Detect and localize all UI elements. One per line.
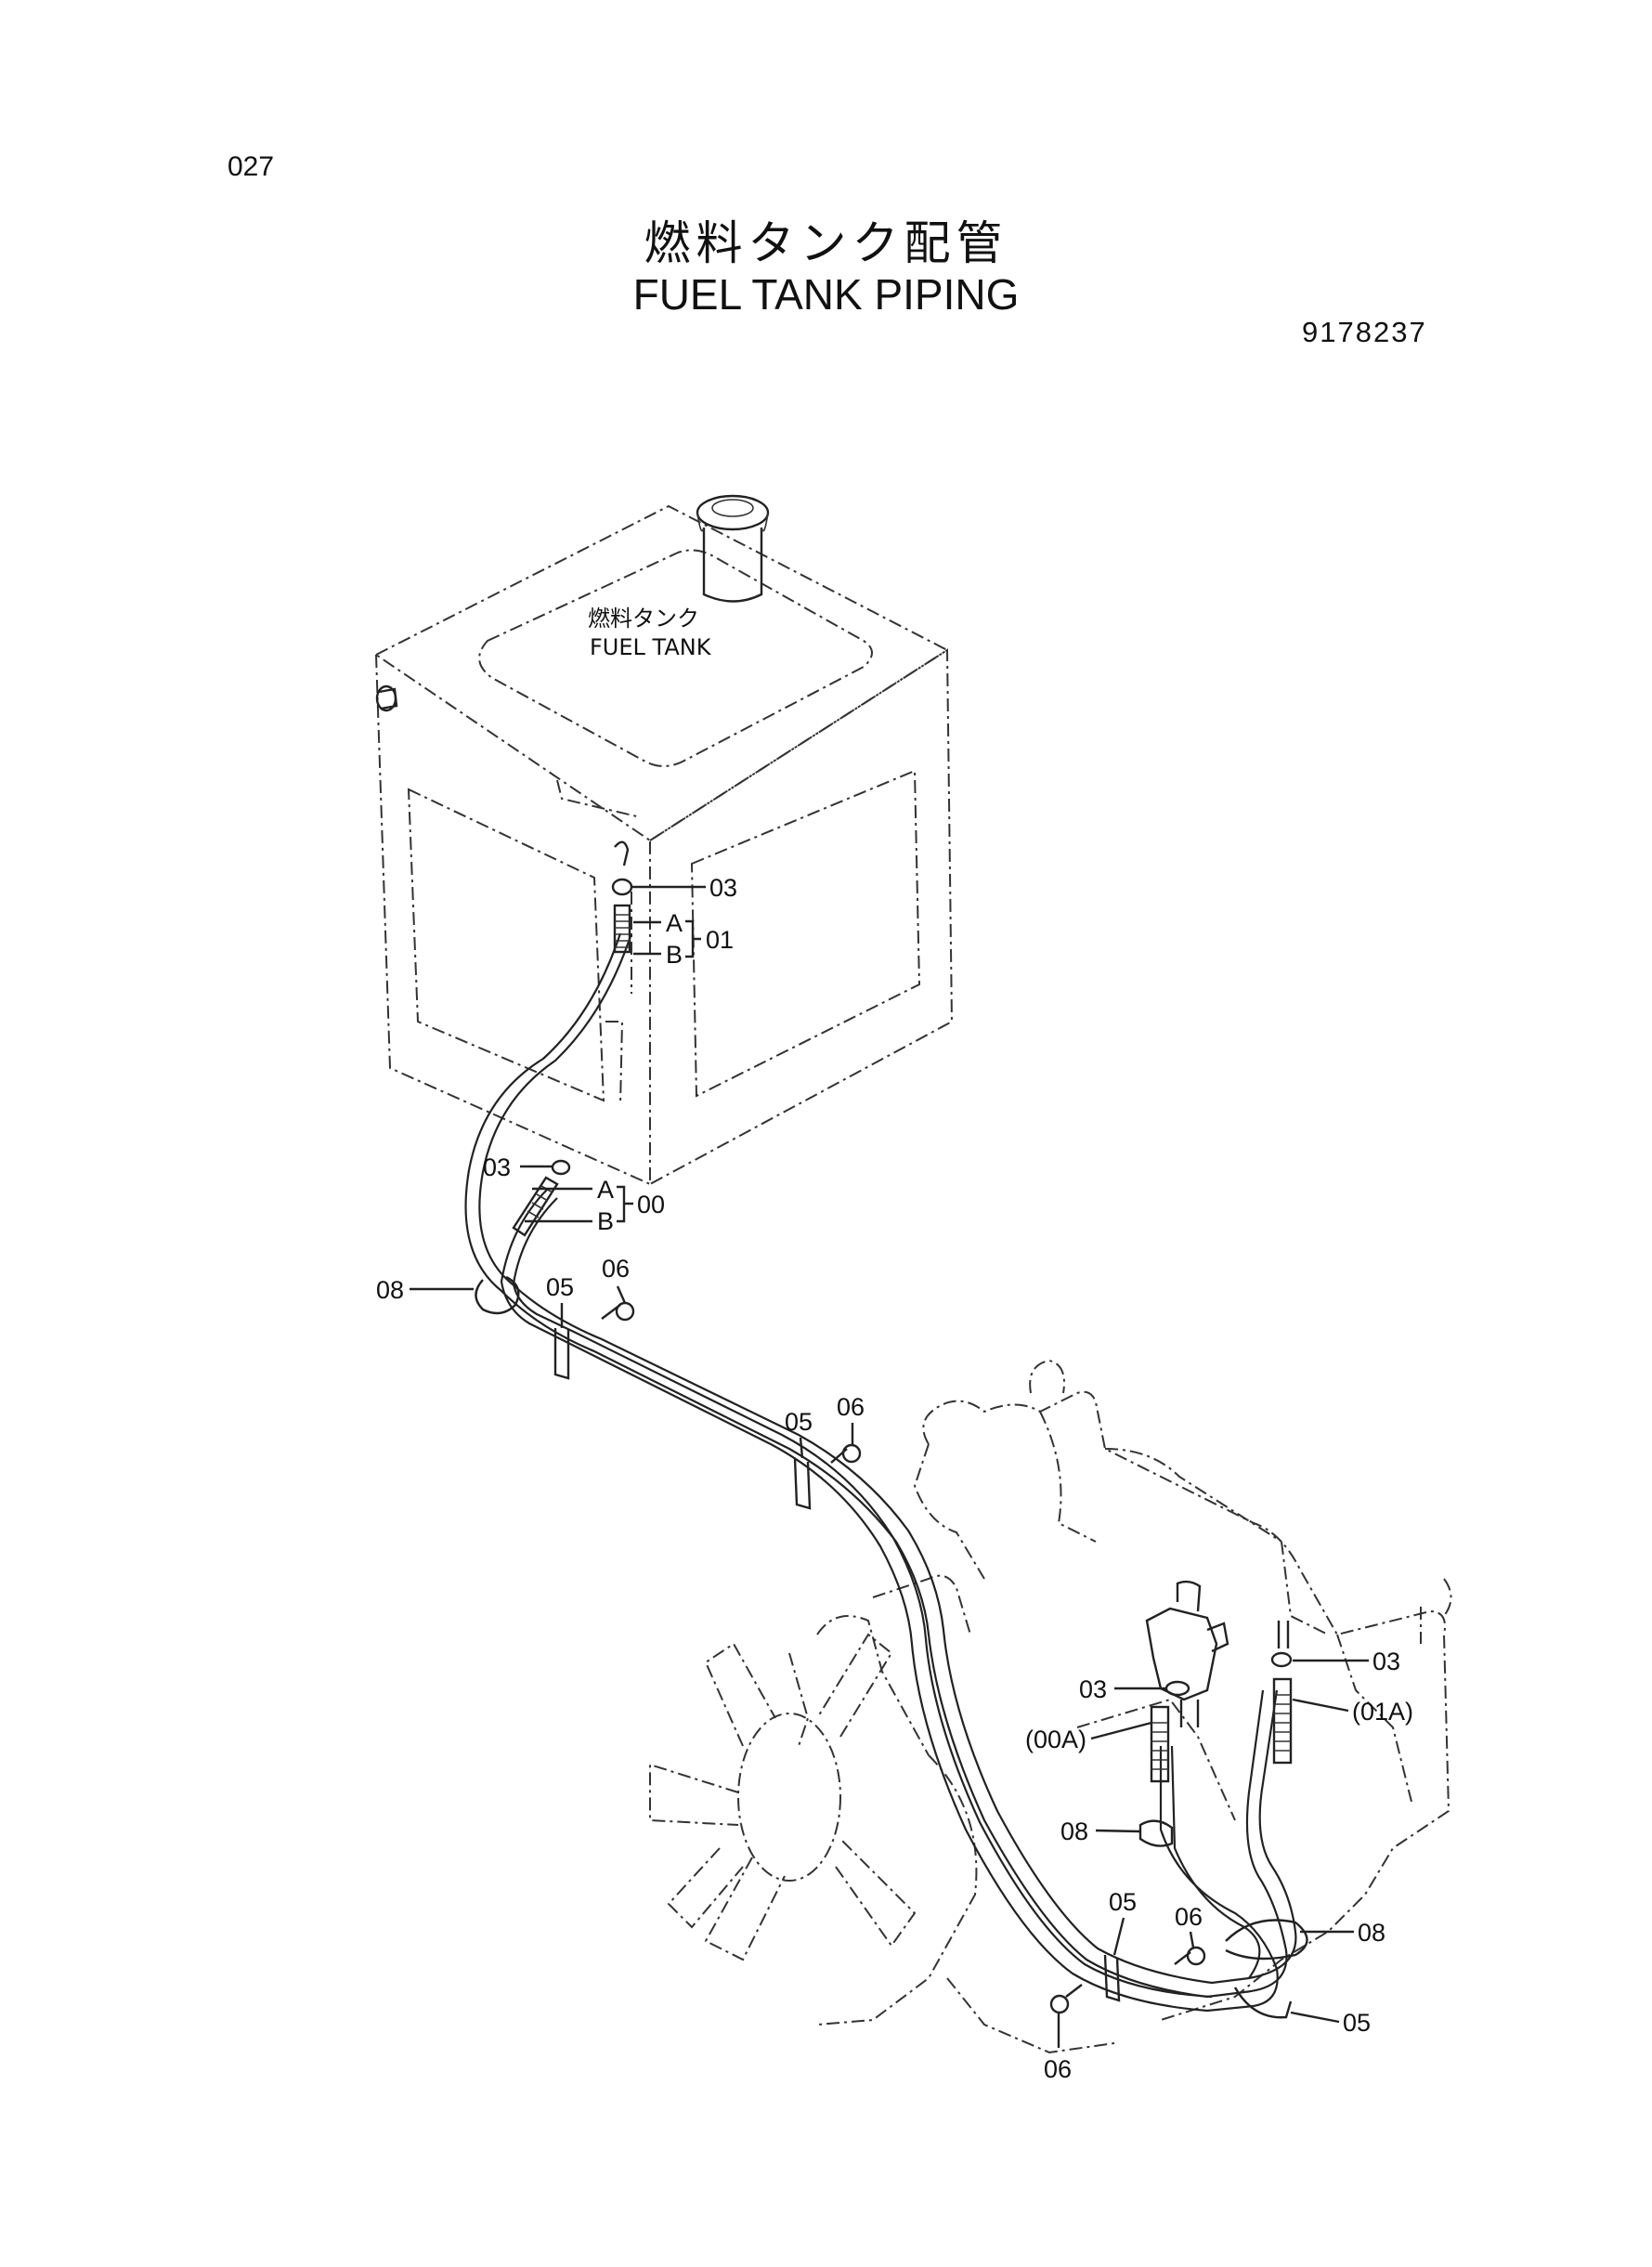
clamp-05-c — [1103, 1954, 1121, 2002]
callout-03-top: 03 — [709, 874, 737, 902]
callout-05-c: 05 — [1109, 1888, 1137, 1916]
page-number: 027 — [228, 151, 275, 182]
fuel-hoses — [464, 932, 1297, 2013]
clamp-05-a — [553, 1328, 570, 1380]
callout-08-mid: 08 — [1060, 1818, 1088, 1845]
bolt-06-b — [830, 1443, 862, 1464]
clamp-05-right — [1233, 1987, 1293, 2019]
hose-end-01 — [613, 904, 631, 954]
callout-08-left: 08 — [376, 1276, 404, 1304]
clamp-05-b — [793, 1457, 812, 1510]
fuel-pump-drawing — [1145, 1580, 1229, 1727]
hose-end-00 — [512, 1176, 559, 1237]
fuel-tank-drawing — [374, 494, 954, 1186]
washer-03-mid — [551, 1159, 571, 1176]
callout-05-a: 05 — [546, 1273, 574, 1301]
callout-06-a: 06 — [602, 1255, 630, 1283]
tank-label-jp: 燃料タンク — [588, 606, 699, 632]
tank-label-en: FUEL TANK — [590, 634, 712, 660]
bolt-06-a — [601, 1301, 635, 1322]
title-english: FUEL TANK PIPING — [632, 270, 1020, 319]
engine-fan — [649, 1633, 917, 1961]
washer-03-top — [611, 878, 633, 896]
callout-01a: (01A) — [1352, 1698, 1413, 1726]
clamp-08-mid — [1138, 1819, 1174, 1847]
callout-b-top: B — [666, 941, 683, 969]
leader-lines — [410, 885, 1369, 2048]
hose-end-01a — [1272, 1677, 1293, 1765]
callout-06-c: 06 — [1175, 1903, 1203, 1931]
callout-06-bottom: 06 — [1044, 2055, 1072, 2083]
callout-03-pump: 03 — [1079, 1675, 1107, 1703]
callout-05-right: 05 — [1343, 2009, 1371, 2037]
clamp-08-right — [1225, 1919, 1308, 1961]
callout-a-mid: A — [597, 1176, 614, 1204]
engine-drawing — [649, 1359, 1452, 2054]
callout-01: 01 — [706, 926, 734, 954]
drawing-number: 9178237 — [1302, 316, 1427, 348]
clamp-08-left — [475, 1275, 520, 1315]
callout-a-top: A — [666, 909, 683, 937]
callout-08-right: 08 — [1358, 1919, 1385, 1947]
callout-03-mid: 03 — [483, 1153, 511, 1181]
title-japanese: 燃料タンク配管 — [644, 216, 1008, 270]
bolt-06-bottom — [1049, 1984, 1083, 2014]
callout-b-mid: B — [597, 1207, 614, 1235]
callout-00: 00 — [637, 1191, 665, 1218]
callout-05-b: 05 — [785, 1408, 813, 1436]
hose-end-00a — [1150, 1705, 1170, 1783]
callout-06-b: 06 — [837, 1393, 865, 1421]
callout-00a: (00A) — [1025, 1726, 1086, 1753]
callout-03-right: 03 — [1372, 1648, 1400, 1675]
washer-03-right — [1270, 1651, 1293, 1668]
washer-03-pump — [1164, 1680, 1190, 1697]
bolt-06-c — [1174, 1946, 1206, 1966]
